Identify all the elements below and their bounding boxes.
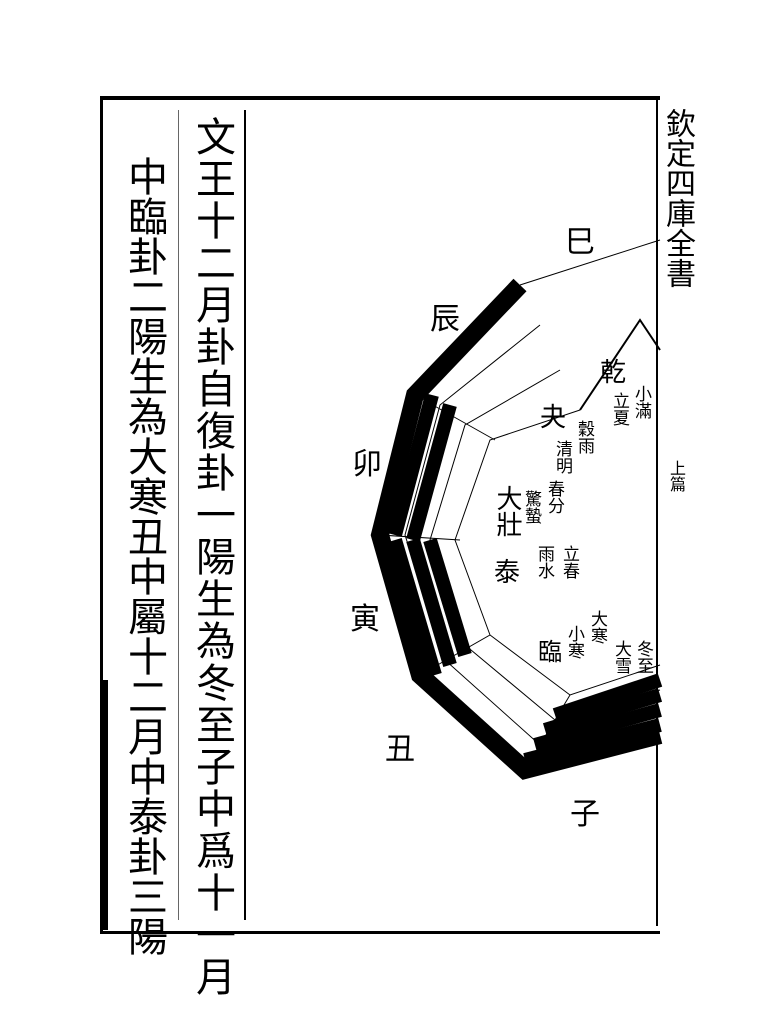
book-title: 欽定四庫全書 <box>660 108 695 288</box>
text-column-2: 中臨卦二陽生為大寒丑中屬十二月中泰卦三陽 <box>121 156 167 956</box>
solar-term: 立春 <box>559 545 579 579</box>
solar-term: 大雪 <box>611 640 631 674</box>
hexagram-name: 臨 <box>538 638 562 666</box>
solar-term: 小滿 <box>631 385 651 419</box>
top-rule <box>100 96 660 100</box>
solar-term: 春分 <box>544 480 564 514</box>
section-label: 上篇 <box>667 460 686 492</box>
text-column-1: 文王十二月卦自復卦一陽生為冬至子中爲十一月 <box>189 116 235 998</box>
solar-term: 驚蟄 <box>521 490 541 524</box>
solar-term: 穀雨 <box>574 420 594 454</box>
hexagram-name: 泰 <box>494 558 521 588</box>
branch-label: 卯 <box>352 447 382 482</box>
branch-label: 巳 <box>565 225 595 260</box>
branch-label: 辰 <box>430 302 460 337</box>
hexagram-name: 大壯 <box>492 485 522 537</box>
solar-term: 冬至 <box>633 640 653 674</box>
column-divider-2 <box>178 110 179 920</box>
binding-mark <box>100 680 108 930</box>
branch-label: 子 <box>570 797 600 832</box>
hexagram-name: 復 <box>600 698 624 726</box>
solar-term: 小寒 <box>564 625 584 659</box>
branch-label: 丑 <box>385 732 415 767</box>
column-divider <box>244 110 246 920</box>
solar-term: 立夏 <box>609 392 629 426</box>
hexagram-name: 夬 <box>540 403 567 433</box>
solar-term: 清明 <box>552 440 572 474</box>
solar-term: 雨水 <box>534 545 554 579</box>
branch-label: 寅 <box>350 602 380 637</box>
margin-rule <box>656 96 658 926</box>
solar-term: 大寒 <box>587 610 607 644</box>
hexagram-name: 乾 <box>600 358 627 388</box>
